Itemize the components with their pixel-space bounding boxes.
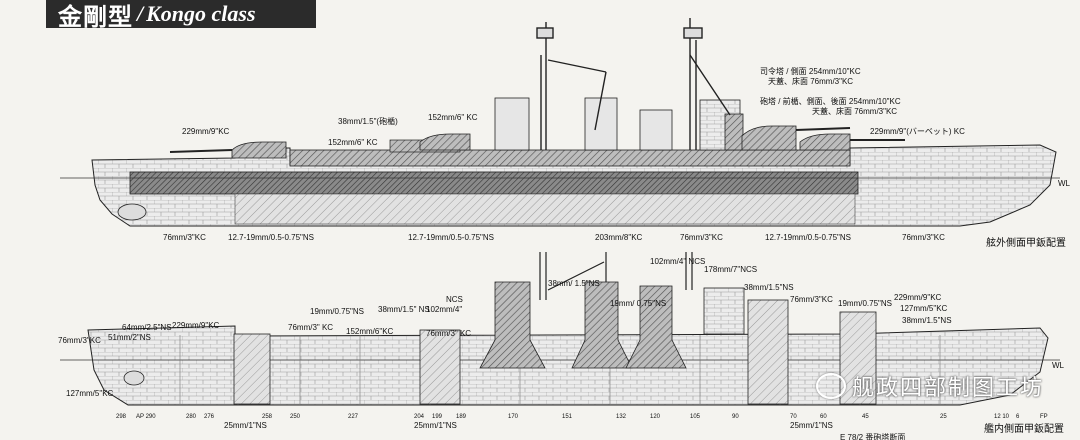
top-profile — [60, 18, 1060, 227]
frame-number: 227 — [348, 414, 359, 420]
frame-number: 250 — [290, 414, 301, 420]
label-mid-belt: 76mm/3"KC — [680, 233, 723, 242]
title-separator: / — [137, 1, 144, 26]
label-b-deck-1: 19mm/0.75"NS — [310, 307, 364, 316]
title-english: Kongo class — [146, 1, 256, 26]
label-stern-belt: 76mm/3"KC — [902, 233, 945, 242]
bottom-labels: 76mm/3"KC 64mm/2.5"NS 229mm/9"KC 51mm/2"… — [58, 257, 1065, 430]
label-deck-ns-2: 12.7-19mm/0.5-0.75"NS — [408, 233, 494, 242]
title-bar: 金剛型 / Kongo class — [46, 0, 316, 31]
label-b-ct-ncs: 102mm/4" NCS — [650, 257, 705, 266]
label-fore-barbette: 229mm/9"KC — [182, 127, 230, 136]
frame-numbers: 298 AP 290 280 276 258 250 227 204 199 1… — [116, 414, 1048, 420]
label-b-fore-barbette: 229mm/9"KC — [172, 321, 220, 330]
caption-inboard-profile: 艦内側面甲鈑配置 — [984, 422, 1064, 435]
watermark-text: 舰政四部制图工坊 — [851, 376, 1044, 401]
frame-number: 276 — [204, 414, 215, 420]
label-b-aft-deck: 19mm/0.75"NS — [838, 299, 892, 308]
label-conning-tower-side: 司令塔 / 側面 254mm/10"KC — [760, 66, 861, 76]
frame-number: 258 — [262, 414, 273, 420]
frame-number: 105 — [690, 414, 701, 420]
label-b-deck-25-2: 25mm/1"NS — [414, 421, 457, 430]
frame-number: 25 — [940, 414, 947, 420]
label-main-belt: 203mm/8"KC — [595, 233, 643, 242]
label-b-aft-38: 38mm/1.5"NS — [902, 316, 952, 325]
frame-number: 151 — [562, 414, 573, 420]
label-waterline-top: WL — [1058, 179, 1071, 188]
caption-outboard-profile: 舷外側面甲鈑配置 — [986, 236, 1066, 249]
label-turret-face: 砲塔 / 前楯、側面、後面 254mm/10"KC — [760, 96, 901, 106]
label-b-ncs: NCS — [446, 295, 463, 304]
frame-number: 12 10 — [994, 414, 1010, 420]
label-turret-roof: 天蓋、床面 76mm/3"KC — [812, 106, 897, 116]
frame-number: 298 — [116, 414, 127, 420]
label-barbette: 229mm/9"(バーベット) KC — [870, 127, 965, 136]
label-b-deck-25-3: 25mm/1"NS — [790, 421, 833, 430]
frame-number: AP 290 — [136, 414, 156, 420]
label-b-funnel-ns: 38mm/ 1.5"NS — [548, 279, 600, 288]
bottom-profile — [60, 252, 1060, 406]
label-b-shield: 38mm/1.5" NS — [378, 305, 430, 314]
label-b-ct-tube: 178mm/7"NCS — [704, 265, 757, 274]
label-casemate-left: 152mm/6" KC — [328, 138, 378, 147]
frame-number: 132 — [616, 414, 627, 420]
frame-number: FP — [1040, 414, 1048, 420]
frame-number: 199 — [432, 414, 443, 420]
watermark-logo-icon — [815, 373, 846, 399]
label-b-aft-kc: 76mm/3"KC — [790, 295, 833, 304]
label-b-lower-ns: 51mm/2"NS — [108, 333, 151, 342]
label-b-aft-127: 127mm/5"KC — [900, 304, 948, 313]
frame-number: 45 — [862, 414, 869, 420]
title-japanese: 金剛型 — [58, 1, 133, 31]
frame-number: 90 — [732, 414, 739, 420]
label-deck-ns-1: 12.7-19mm/0.5-0.75"NS — [228, 233, 314, 242]
label-bow-belt: 76mm/3"KC — [163, 233, 206, 242]
frame-number: 70 — [790, 414, 797, 420]
label-secondary-casemate: 152mm/6" KC — [428, 113, 478, 122]
label-b-bow-kc: 127mm/5"KC — [66, 389, 114, 398]
label-b-bow-belt: 76mm/3"KC — [58, 336, 101, 345]
label-b-upper-ns: 64mm/2.5"NS — [122, 323, 172, 332]
label-waterline-bottom: WL — [1052, 361, 1065, 370]
label-b-barbette-kc: 76mm/3" KC — [426, 329, 471, 338]
frame-number: 170 — [508, 414, 519, 420]
frame-number: 280 — [186, 414, 197, 420]
caption-turret-section: E 78/2 番砲塔断面 — [840, 432, 905, 440]
label-b-deck-25-1: 25mm/1"NS — [224, 421, 267, 430]
label-b-aft-ns: 38mm/1.5"NS — [744, 283, 794, 292]
frame-number: 6 — [1016, 414, 1020, 420]
label-deck-ns-3: 12.7-19mm/0.5-0.75"NS — [765, 233, 851, 242]
label-b-casemate: 152mm/6"KC — [346, 327, 394, 336]
frame-number: 120 — [650, 414, 661, 420]
label-gun-shield: 38mm/1.5"(砲楯) — [338, 116, 398, 126]
label-b-funnel-2: 19mm/ 0.75"NS — [610, 299, 666, 308]
label-b-bulkhead: 76mm/3" KC — [288, 323, 333, 332]
watermark: 舰政四部制图工坊 — [815, 370, 1044, 402]
label-b-aft-barbette: 229mm/9"KC — [894, 293, 942, 302]
top-labels: 司令塔 / 側面 254mm/10"KC 天蓋、床面 76mm/3"KC 砲塔 … — [163, 66, 1071, 249]
main-belt-top — [129, 171, 859, 195]
label-conning-tower-roof: 天蓋、床面 76mm/3"KC — [768, 76, 853, 86]
frame-number: 189 — [456, 414, 467, 420]
label-b-4in: 102mm/4" — [426, 305, 462, 314]
frame-number: 204 — [414, 414, 425, 420]
frame-number: 60 — [820, 414, 827, 420]
